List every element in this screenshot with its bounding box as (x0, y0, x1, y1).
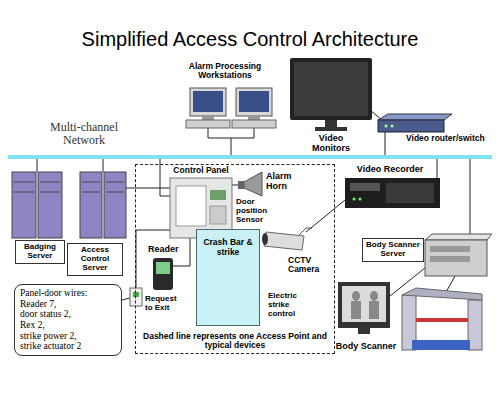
node-text: door status 2, (20, 309, 116, 320)
rex-button-icon (130, 288, 142, 306)
node-text: strike actuator 2 (20, 341, 116, 352)
device-label: Door position Sensor (236, 198, 272, 224)
device-label: Alarm Horn (266, 172, 300, 192)
video-recorder-icon (345, 178, 440, 208)
device-label: Video Recorder (355, 165, 425, 175)
server-label-box: Badging Server (15, 240, 65, 264)
card-reader-icon (153, 258, 173, 290)
wire-note-box: Panel-door wires:Reader 7,door status 2,… (14, 284, 122, 356)
node-text: Badging Server (18, 243, 62, 261)
network-line (8, 155, 492, 159)
node-text: Crash Bar & strike (199, 238, 257, 257)
device-label: Video Monitors (306, 134, 356, 154)
node-text: Rex 2, (20, 320, 116, 331)
server-label-box: Body Scanner Server (362, 238, 424, 262)
node-text: Dashed line represents one Access Point … (140, 332, 330, 351)
alarm-horn-icon (238, 172, 262, 196)
video-monitor-icon (290, 58, 372, 131)
device-label: Control Panel (166, 166, 236, 175)
node-text: strike power 2, (20, 331, 116, 342)
device-label: Video router/switch (406, 134, 496, 143)
device-label: CCTV Camera (288, 256, 332, 275)
device-label: Body Scanner (334, 342, 398, 352)
node-text: Access Control Server (70, 246, 120, 273)
diagram-title: Simplified Access Control Architecture (0, 28, 500, 50)
device-label: Request to Exit (145, 295, 179, 313)
body-scanner-icon (402, 288, 482, 350)
network-label: Multi-channel Network (38, 121, 130, 147)
scanner-monitor-icon (338, 282, 390, 334)
server-tower-icon (12, 172, 126, 238)
device-label: Reader (148, 245, 188, 255)
cctv-camera-icon (262, 228, 312, 250)
door-crash-bar-box: Crash Bar & strike (196, 229, 260, 326)
note-heading: Panel-door wires: (20, 288, 116, 299)
node-text: Reader 7, (20, 299, 116, 310)
device-label: Electric strike control (268, 292, 308, 318)
node-text: Body Scanner Server (365, 241, 421, 259)
router-icon (378, 114, 452, 132)
server-label-box: Access Control Server (67, 243, 123, 276)
device-label: Alarm Processing Workstations (175, 62, 275, 81)
workstation-icon (186, 88, 276, 128)
scanner-server-icon (425, 234, 492, 276)
